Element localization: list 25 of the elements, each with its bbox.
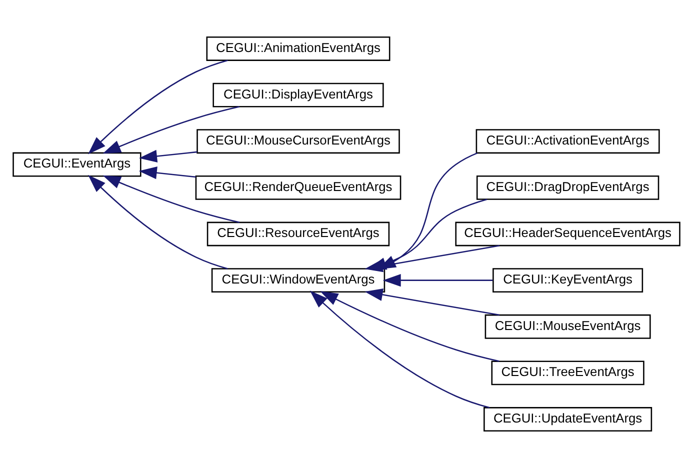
node-box: CEGUI::MouseCursorEventArgs [196,128,400,154]
node-box: CEGUI::ActivationEventArgs [476,128,660,154]
node-box: CEGUI::RenderQueueEventArgs [195,174,402,200]
arrow [102,174,240,222]
arrow [138,149,198,162]
node-box: CEGUI::DisplayEventArgs [212,82,384,107]
node-box: CEGUI::HeaderSequenceEventArgs [455,221,680,246]
arrow [88,59,228,154]
node-box: CEGUI::ResourceEventArgs [206,221,390,246]
node-box: CEGUI::KeyEventArgs [492,268,644,292]
arrow [364,288,500,316]
node-box: CEGUI::DragDropEventArgs [476,174,660,200]
arrow [382,274,493,286]
node-box: CEGUI::UpdateEventArgs [484,406,652,431]
node-box: CEGUI::AnimationEventArgs [206,36,390,60]
node-box: CEGUI::EventArgs [12,152,142,176]
arrow [138,166,196,179]
arrow [320,290,500,362]
arrow [102,106,240,154]
arrow [88,174,228,269]
arrow [364,244,500,272]
arrow [310,290,490,408]
node-box: CEGUI::TreeEventArgs [491,360,644,385]
node-box: CEGUI::MouseEventArgs [484,314,651,338]
node-box: CEGUI::WindowEventArgs [211,268,386,292]
